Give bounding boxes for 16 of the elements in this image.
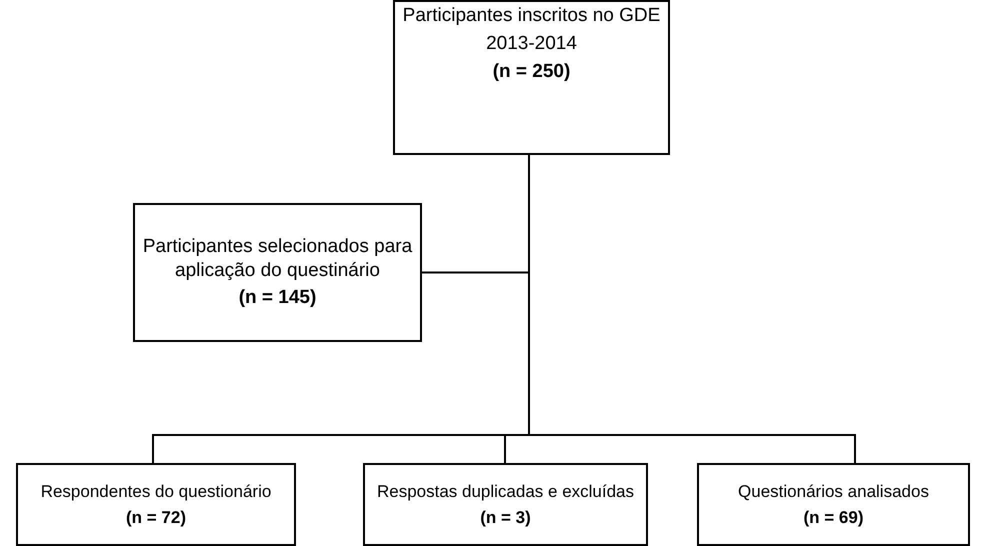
box-text: Participantes selecionados para aplicação do questinário <box>142 234 414 282</box>
box-text: Respondentes do questionário <box>40 481 272 502</box>
count-text: (n = 145) <box>238 286 316 310</box>
process-box <box>363 463 648 546</box>
box-text: Respostas duplicadas e excluídas <box>376 481 634 502</box>
box-text: Questionários analisados <box>738 481 929 502</box>
count-text: (n = 250) <box>492 60 570 84</box>
process-box <box>697 463 970 546</box>
process-box <box>393 0 670 155</box>
count-text: (n = 72) <box>126 506 186 528</box>
count-text: (n = 3) <box>480 506 531 528</box>
process-box <box>133 203 422 342</box>
process-box <box>16 463 296 546</box>
count-text: (n = 69) <box>804 506 864 528</box>
box-text: Participantes inscritos no GDE <box>402 4 660 28</box>
box-text: 2013-2014 <box>486 32 577 56</box>
